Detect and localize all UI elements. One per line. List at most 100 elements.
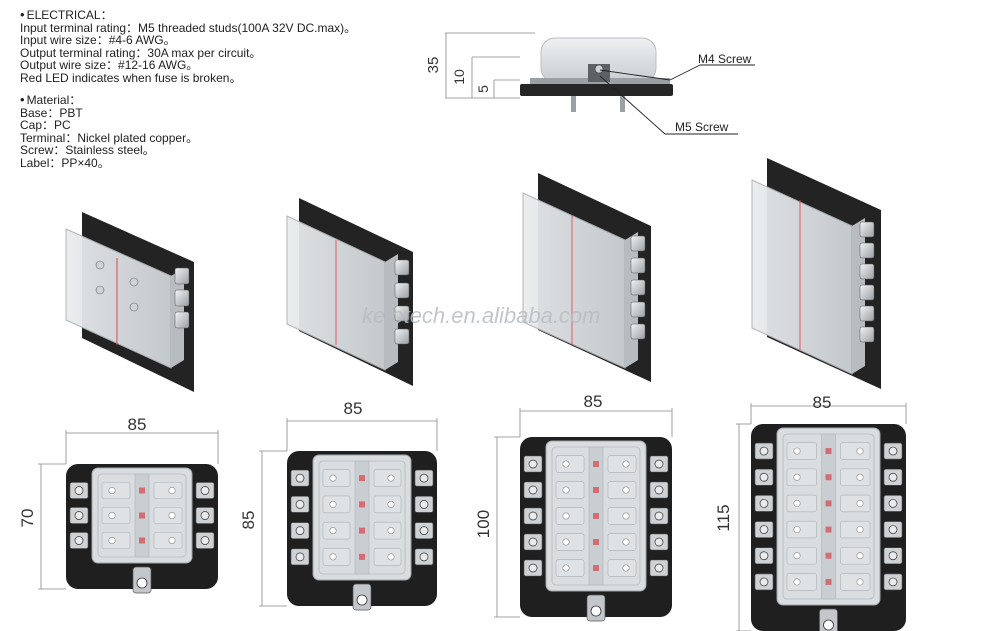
fuse-contact-icon	[856, 552, 864, 560]
fuse-slot-right	[840, 494, 871, 513]
terminal-screw-icon	[528, 563, 538, 573]
terminal-screw-icon	[759, 551, 769, 561]
perspective-view-4	[751, 158, 881, 389]
fuse-contact-icon	[622, 538, 630, 546]
center-strip	[821, 433, 836, 600]
fuse-contact-icon	[329, 500, 337, 508]
fuse-contact-icon	[387, 474, 395, 482]
led-indicator-icon	[139, 537, 145, 544]
height-label: 115	[714, 504, 733, 531]
led-indicator-icon	[359, 553, 365, 560]
fuse-contact-icon	[793, 552, 801, 560]
led-indicator-icon	[825, 500, 832, 507]
material-line: Base：PBT	[20, 105, 83, 120]
fuse-contact-icon	[793, 526, 801, 534]
terminal-screw-icon	[654, 485, 664, 495]
fuse-contact-icon	[622, 512, 630, 520]
electrical-heading: ELECTRICAL：	[26, 8, 113, 22]
terminal-screw-icon	[74, 536, 84, 545]
fuse-contact-icon	[168, 486, 176, 494]
fuse-contact-icon	[562, 460, 570, 468]
terminal-screw-icon	[888, 577, 898, 587]
material-heading: Material：	[26, 93, 82, 107]
fuse-slot-left	[555, 455, 585, 473]
fuse-slot-left	[101, 482, 131, 499]
stud-hole-icon	[356, 594, 368, 606]
terminal-screw-icon	[200, 536, 210, 545]
led-indicator-icon	[825, 526, 832, 533]
callout-m4-screw: M4 Screw	[698, 52, 752, 66]
height-label: 85	[239, 511, 258, 530]
fuse-slot-left	[786, 573, 817, 591]
terminal-screw-icon	[654, 511, 664, 521]
fuse-slot-left	[555, 507, 585, 525]
fuse-slot-left	[101, 532, 131, 549]
fuse-contact-icon	[168, 536, 176, 544]
fuse-contact-icon	[387, 500, 395, 508]
fuse-contact-icon	[562, 564, 570, 572]
terminal-screw-icon	[654, 537, 664, 547]
fuse-slot-right	[840, 442, 871, 460]
fuse-contact-icon	[856, 578, 864, 586]
fuse-contact-icon	[856, 473, 864, 481]
terminal-screw-icon	[888, 499, 898, 508]
fuse-slot-right	[607, 559, 637, 577]
led-indicator-icon	[359, 527, 365, 534]
fuse-slot-left	[786, 442, 817, 460]
side-dim-total: 35	[425, 57, 442, 74]
spec-text: • ELECTRICAL： Input terminal rating：M5 t…	[20, 7, 356, 170]
terminal-screw-icon	[74, 486, 84, 495]
perspective-view-3	[522, 173, 651, 382]
fuse-contact-icon	[793, 499, 801, 507]
fuse-contact-icon	[562, 538, 570, 546]
led-indicator-icon	[593, 513, 599, 519]
fuse-contact-icon	[329, 553, 337, 561]
fuse-contact-icon	[108, 511, 116, 519]
fuse-slot-left	[555, 533, 585, 551]
terminal-screw-icon	[654, 563, 664, 573]
perspective-view-1	[65, 212, 194, 392]
terminal-screw-icon	[200, 511, 210, 520]
fuse-slot-right	[607, 507, 637, 525]
led-indicator-icon	[139, 512, 145, 519]
terminal-screw-icon	[74, 511, 84, 520]
height-label: 100	[474, 510, 493, 538]
terminal-screw-icon	[759, 525, 769, 534]
fuse-slot-left	[101, 507, 131, 524]
led-indicator-icon	[359, 501, 365, 508]
led-indicator-icon	[139, 487, 145, 494]
fuse-contact-icon	[329, 527, 337, 535]
fuse-contact-icon	[562, 486, 570, 494]
stud-hole-icon	[136, 577, 148, 589]
terminal-screw-icon	[759, 499, 769, 508]
fuse-contact-icon	[329, 474, 337, 482]
terminal-screw-icon	[888, 525, 898, 534]
terminal-screw-icon	[888, 446, 898, 456]
fuse-slot-left	[786, 494, 817, 513]
stud-hole-icon	[823, 619, 834, 631]
material-line: Cap：PC	[20, 118, 71, 132]
led-indicator-icon	[825, 474, 832, 481]
fuse-slot-left	[786, 520, 817, 539]
bullet-icon: •	[20, 7, 25, 23]
material-line: Label：PP×40。	[20, 155, 110, 170]
fuse-slot-right	[840, 573, 871, 591]
terminal-screw-icon	[528, 459, 538, 469]
side-view: 35 10 5 M4 Screw M5 Screw	[425, 32, 755, 135]
fuse-contact-icon	[793, 578, 801, 586]
fuse-slot-left	[786, 547, 817, 565]
electrical-line: Red LED indicates when fuse is broken。	[20, 70, 242, 85]
material-line: Terminal：Nickel plated copper。	[20, 130, 199, 145]
terminal-screw-icon	[419, 526, 429, 535]
fuse-contact-icon	[387, 553, 395, 561]
watermark: ketotech.en.alibaba.com	[362, 303, 601, 328]
callout-m5-screw: M5 Screw	[675, 120, 729, 134]
terminal-screw-icon	[419, 500, 429, 509]
bullet-icon: •	[20, 92, 25, 108]
fuse-slot-right	[607, 533, 637, 551]
